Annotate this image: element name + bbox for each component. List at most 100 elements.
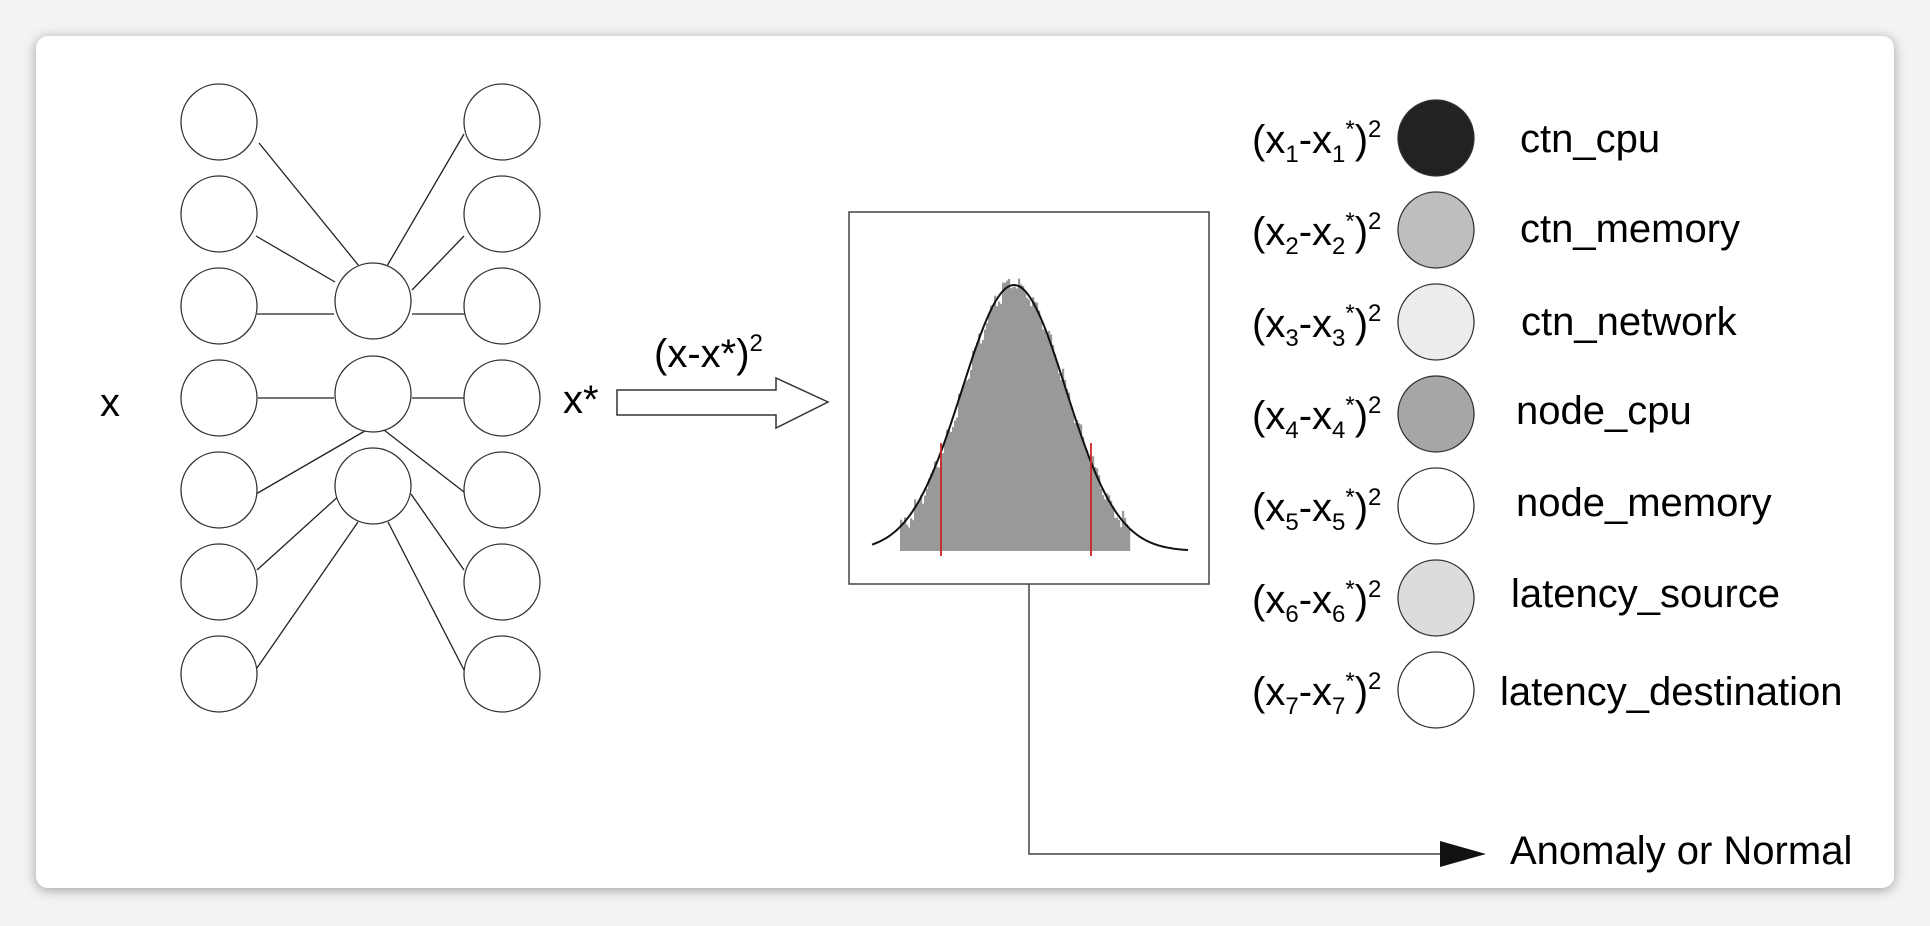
histogram-bar [1058,373,1061,551]
histogram-bars [900,278,1131,551]
histogram-bar [926,488,929,551]
histogram-bar [936,466,939,551]
histogram-bar [998,301,1001,551]
input-label: x [100,381,120,425]
output-node [463,267,541,345]
output-node [463,543,541,621]
histogram-bar [1044,330,1047,551]
output-node [463,451,541,529]
histogram-bar [1048,330,1051,551]
error-formula: (x-x*)2 [654,330,763,376]
histogram-bar [1084,447,1087,551]
histogram-bar [934,461,937,551]
feature-circle [1397,559,1475,637]
histogram-bar [986,323,989,551]
result-label: Anomaly or Normal [1510,829,1853,873]
histogram-bar [1092,456,1095,551]
histogram-bar [942,453,945,551]
histogram-bar [1014,286,1017,551]
histogram-bar [1052,344,1055,551]
histogram-bar [1042,329,1045,551]
histogram-bar [908,527,911,551]
histogram-bar [948,430,951,551]
histogram-bar [912,520,915,551]
histogram-bar [938,467,941,551]
histogram-bar [970,370,973,551]
histogram-bar [1064,379,1067,551]
histogram-bar [1066,388,1069,551]
histogram-bar [1104,499,1107,551]
feature-formula: (x3-x3*)2 [1252,300,1382,352]
error-formula-base: (x-x*) [654,332,750,376]
histogram-bar [1016,288,1019,551]
histogram-bar [1112,505,1115,551]
histogram-bar [956,417,959,551]
histogram-bar [1094,467,1097,551]
histogram-bar [910,518,913,551]
feature-circle [1397,99,1475,177]
histogram-bar [1002,282,1005,551]
feature-formula: (x4-x4*)2 [1252,392,1382,444]
histogram-bar [960,392,963,551]
histogram-bar [1026,297,1029,551]
histogram-bar [932,470,935,551]
histogram-bar [1120,527,1123,551]
histogram-bar [918,501,921,551]
input-node [180,451,258,529]
histogram-bar [1114,517,1117,551]
feature-name: node_memory [1516,481,1772,525]
feature-name: node_cpu [1516,389,1692,433]
histogram-bar [1086,450,1089,551]
histogram-bar [1018,278,1021,551]
histogram-bar [1024,292,1027,551]
histogram-bar [1060,379,1063,551]
gaussian-curve [871,283,1189,551]
input-node [180,543,258,621]
histogram-bar [1034,301,1037,551]
histogram-bar [900,519,903,551]
histogram-bar [1100,488,1103,551]
histogram-bar [1080,424,1083,551]
histogram-bar [1000,303,1003,551]
histogram-bar [1074,423,1077,551]
histogram-bar [1056,363,1059,551]
histogram-bar [976,342,979,551]
network-connections [255,133,466,671]
histogram-bar [1030,306,1033,551]
histogram-bar [962,385,965,551]
histogram-bar [1126,524,1129,551]
histogram-bar [1096,468,1099,551]
histogram-bar [1022,285,1025,551]
histogram-bar [1012,287,1015,551]
histogram-bar [1108,495,1111,551]
histogram-bar [966,380,969,551]
histogram-bar [1036,302,1039,551]
histogram-bar [982,339,985,551]
feature-name: ctn_memory [1520,207,1741,251]
error-formula-exponent: 2 [749,330,763,357]
histogram-bar [946,429,949,551]
histogram-bar [968,378,971,551]
histogram-bar [1050,334,1053,551]
histogram-bar [964,382,967,551]
histogram-bar [990,305,993,551]
histogram-bar [1102,495,1105,551]
output-node [463,359,541,437]
histogram-bar [944,440,947,551]
feature-name: latency_source [1511,572,1781,616]
result-connector [1028,584,1450,855]
histogram-bar [1128,528,1131,551]
histogram-bar [1038,310,1041,551]
feature-formula: (x6-x6*)2 [1252,576,1382,628]
histogram-bar [924,495,927,551]
input-node [180,359,258,437]
feature-formula: (x1-x1*)2 [1252,116,1382,168]
result-arrowhead [1440,841,1486,867]
input-node [180,267,258,345]
histogram-bar [1062,368,1065,551]
histogram-bar [996,306,999,551]
histogram-bar [980,343,983,551]
feature-name: ctn_network [1521,300,1737,344]
histogram-bar [1124,517,1127,551]
